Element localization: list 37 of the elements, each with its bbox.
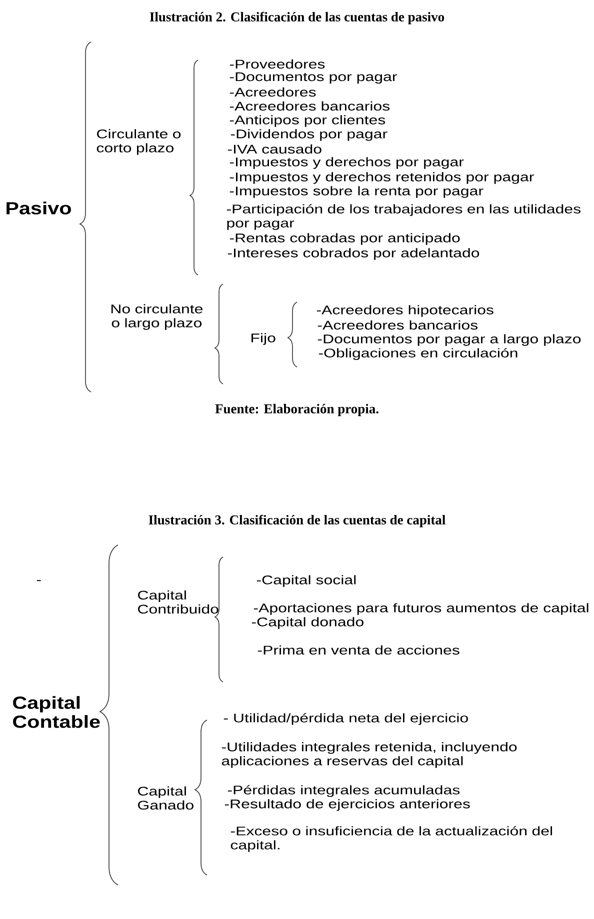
category-label: Capital Ganado [138,786,194,810]
category-label: Capital Contribuido [138,590,218,614]
category-label: Circulante o corto plazo [96,129,181,155]
list-item: -IVA causado [228,144,322,154]
list-item: -Acreedores bancarios [230,101,390,111]
list-item: -Rentas cobradas por anticipado [230,233,460,245]
list-item: -Acreedores [230,87,316,97]
list-item: -Aportaciones para futuros aumentos de capital [254,603,588,615]
root-label: Pasivo [6,202,71,214]
figure-title: Ilustración 2. Clasificación de las cuentas de pasivo [150,12,444,24]
list-item: -Impuestos sobre la renta por pagar [230,186,484,198]
list-item: -Proveedores [230,59,325,69]
list-item: -Anticipos por clientes [230,115,386,127]
list-item: -Resultado de ejercicios anteriores [224,799,470,811]
list-item: -Prima en venta de acciones [258,645,460,655]
list-item: - Utilidad/pérdida neta del ejercicio [224,713,468,725]
category-label: No circulante o largo plazo [111,304,202,330]
list-item: -Documentos por pagar a largo plazo [318,334,581,346]
list-item: -Obligaciones en circulación [318,348,518,360]
list-item: -Intereses cobrados por adelantado [228,248,480,260]
root-label: Capital Contable [13,696,100,728]
list-item: -Capital donado [252,617,364,629]
category-label: Fijo [252,333,276,345]
list-item: -Impuestos y derechos retenidos por pagar [230,172,534,184]
list-item: -Participación de los trabajadores en las utilidades por pagar [226,204,580,230]
list-item: -Acreedores bancarios [318,320,478,330]
source-note: Fuente: Elaboración propia. [215,404,378,416]
list-item: -Documentos por pagar [230,72,397,84]
list-item: -Pérdidas integrales acumuladas [228,785,460,797]
list-item: -Acreedores hipotecarios [316,305,494,317]
list-item: -Exceso o insuficiencia de la actualización del capital. [230,826,552,852]
list-item: -Capital social [256,575,356,587]
list-item: -Impuestos y derechos por pagar [230,157,464,169]
figure-title: Ilustración 3. Clasificación de las cuentas de capital [148,514,446,528]
list-item: -Utilidades integrales retenida, incluyendo aplicaciones a reservas del capital [222,742,517,768]
list-item: -Dividendos por pagar [230,129,388,141]
dash-text: - [36,580,41,582]
